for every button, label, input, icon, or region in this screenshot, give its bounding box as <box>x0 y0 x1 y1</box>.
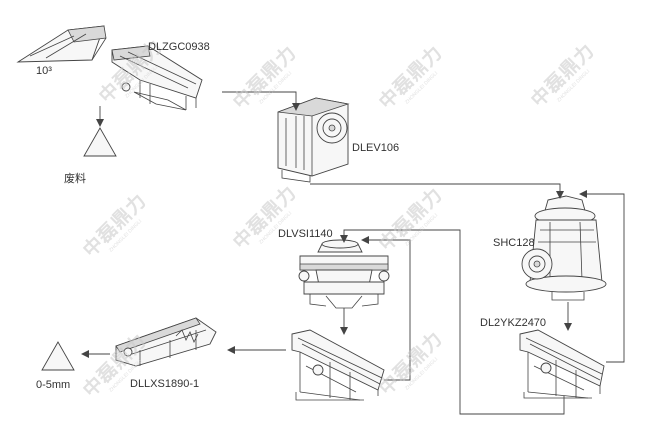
sand-maker-label: DLVSI1140 <box>278 228 333 240</box>
waste-triangle-icon <box>83 127 117 157</box>
sand-washer-label: DLLXS1890-1 <box>130 378 200 390</box>
feeder-label: DLZGC0938 <box>148 41 210 53</box>
vibrating-screen-left-icon <box>291 329 385 401</box>
feed-volume-label: 10³ <box>36 65 52 77</box>
vibrating-feeder-icon <box>111 45 203 111</box>
sand-washer-icon <box>115 317 217 367</box>
vibrating-screen-right-icon <box>519 329 605 399</box>
product-triangle-icon <box>41 341 75 371</box>
flow-feeder-to-jaw <box>222 91 300 111</box>
product-label: 0-5mm <box>36 379 71 391</box>
flow-jaw-to-cone <box>310 183 564 199</box>
flow-lines <box>81 91 625 415</box>
sand-maker-icon <box>298 239 390 309</box>
jaw-crusher-label: DLEV106 <box>352 142 400 154</box>
jaw-crusher-icon <box>277 97 350 183</box>
hopper-icon <box>16 25 107 63</box>
waste-label: 废料 <box>64 173 86 185</box>
cone-crusher-label: SHC128 <box>493 237 535 249</box>
flow-screen-return-to-sand-maker <box>361 236 411 381</box>
cone-crusher-icon <box>521 195 607 301</box>
screen-label: DL2YKZ2470 <box>480 317 547 329</box>
flow-screen-return-to-cone <box>579 190 625 363</box>
flow-screen-to-sand-maker <box>340 229 565 415</box>
